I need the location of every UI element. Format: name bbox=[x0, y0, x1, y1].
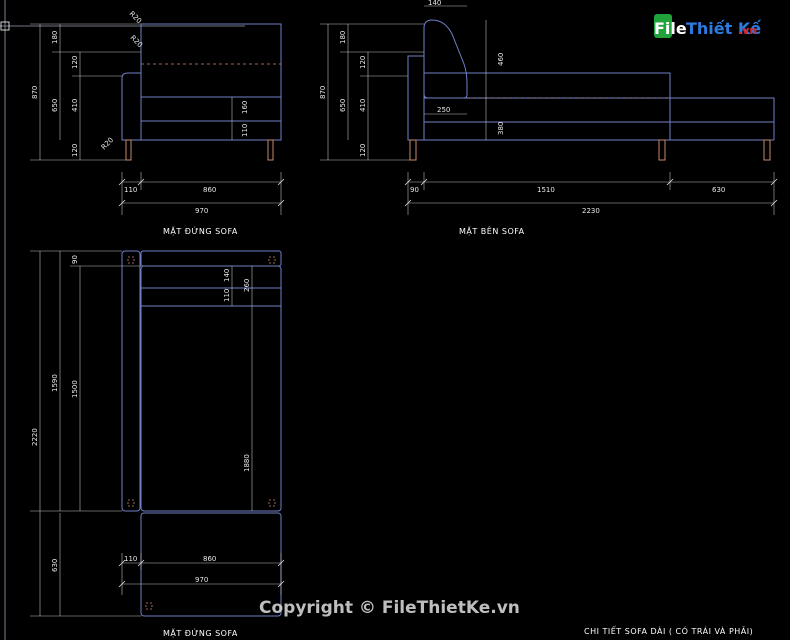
dim-plan-top: 90 bbox=[71, 255, 79, 264]
dim-front-w-total: 970 bbox=[195, 207, 208, 215]
brand-logo: File Thiết Kế .vn bbox=[654, 14, 762, 38]
dim-plan-l-total: 2220 bbox=[31, 428, 39, 446]
dim-plan-depth: 260 bbox=[243, 279, 251, 292]
dim-plan-w-total: 970 bbox=[195, 576, 208, 584]
dim-front-radius-1: R20 bbox=[128, 10, 143, 25]
dim-side-h-back: 120 bbox=[359, 56, 367, 69]
ucs-crosshair bbox=[0, 0, 245, 640]
dim-front-h-mid: 410 bbox=[71, 99, 79, 112]
side-view: 140 180 870 650 120 410 120 460 250 380 … bbox=[319, 0, 778, 237]
dim-front-h-back: 120 bbox=[71, 56, 79, 69]
dim-side-w-back: 90 bbox=[410, 186, 419, 194]
dim-side-h-top: 180 bbox=[339, 31, 347, 44]
dim-front-w-arm: 110 bbox=[124, 186, 137, 194]
dim-plan-inner: 1880 bbox=[243, 454, 251, 472]
dim-side-w-total: 2230 bbox=[582, 207, 600, 215]
front-view-caption: MẶT ĐỨNG SOFA bbox=[163, 225, 238, 237]
title-block-text: CHI TIẾT SOFA DÀI ( CÓ TRÁI VÀ PHẢI) bbox=[584, 625, 753, 636]
dim-front-h-total: 870 bbox=[31, 86, 39, 99]
dim-plan-l-main: 1590 bbox=[51, 374, 59, 392]
dim-side-h-seat-block: 650 bbox=[339, 99, 347, 112]
dim-front-radius-2: R20 bbox=[129, 34, 144, 49]
dim-side-w-ext: 630 bbox=[712, 186, 725, 194]
dim-front-cushion: 160 bbox=[241, 101, 249, 114]
dim-plan-w-arm: 110 bbox=[124, 555, 137, 563]
dim-plan-l-ext: 630 bbox=[51, 559, 59, 572]
dim-side-h-total: 870 bbox=[319, 86, 327, 99]
dim-plan-l-seat: 1500 bbox=[71, 380, 79, 398]
plan-view: 90 2220 1590 1500 630 140 110 260 1880 1… bbox=[30, 250, 285, 639]
logo-part-vn: .vn bbox=[738, 24, 757, 37]
dim-front-h-top: 180 bbox=[51, 31, 59, 44]
dim-front-radius-3: R20 bbox=[100, 136, 115, 151]
dim-side-w-seat: 1510 bbox=[537, 186, 555, 194]
dim-side-back-h: 460 bbox=[497, 53, 505, 66]
plan-view-caption: MẶT ĐỨNG SOFA bbox=[163, 627, 238, 639]
dim-side-seat-h: 380 bbox=[497, 122, 505, 135]
dim-side-back-d: 250 bbox=[437, 106, 450, 114]
dim-front-base: 110 bbox=[241, 124, 249, 137]
dim-front-w-seat: 860 bbox=[203, 186, 216, 194]
side-view-caption: MẶT BÊN SOFA bbox=[459, 225, 525, 237]
dim-plan-back: 140 bbox=[223, 269, 231, 282]
copyright-watermark: Copyright © FileThietKe.vn bbox=[259, 598, 520, 618]
dim-front-h-leg: 120 bbox=[71, 144, 79, 157]
dim-side-back-w: 140 bbox=[428, 0, 441, 7]
logo-part-file: File bbox=[654, 19, 687, 38]
logo-part-thietke: Thiết Kế bbox=[686, 19, 762, 38]
front-view: 180 870 650 120 410 120 160 110 R20 R20 … bbox=[30, 10, 285, 237]
dim-plan-arm-d: 110 bbox=[223, 289, 231, 302]
dim-front-h-seat-block: 650 bbox=[51, 99, 59, 112]
dim-plan-w-seat: 860 bbox=[203, 555, 216, 563]
dim-side-h-mid: 410 bbox=[359, 99, 367, 112]
dim-side-h-leg: 120 bbox=[359, 144, 367, 157]
